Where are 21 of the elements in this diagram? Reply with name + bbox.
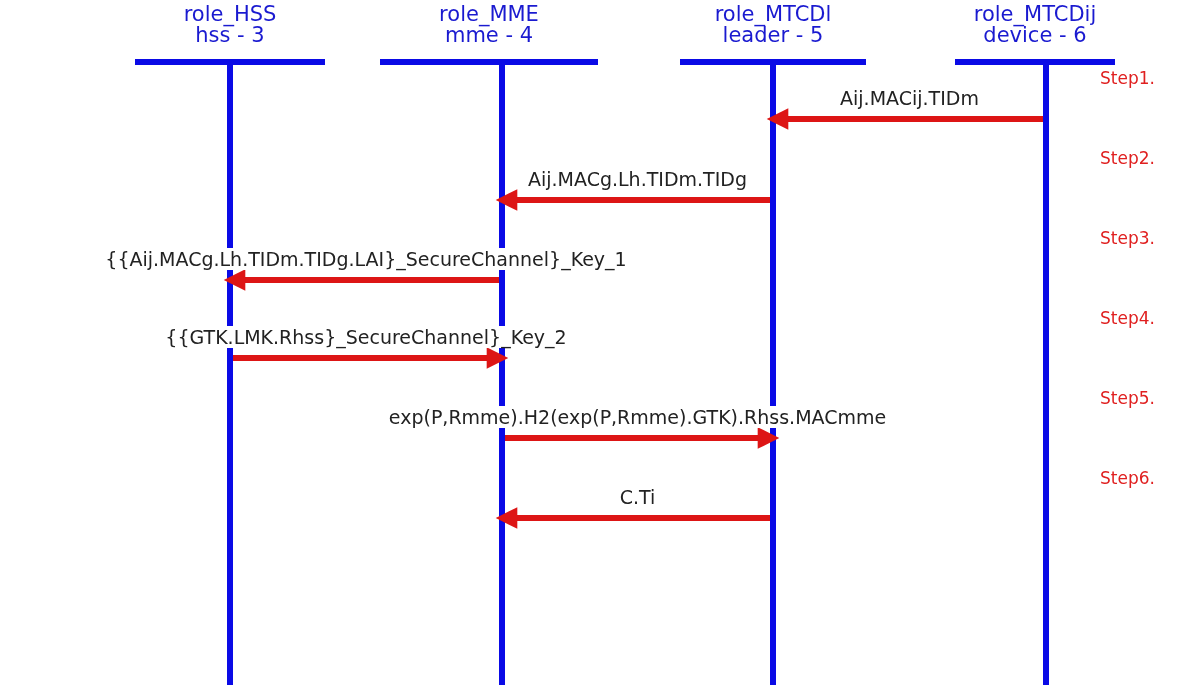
role-name: role_MTCDl xyxy=(714,4,832,25)
edge-label: Aij.MACg.Lh.TIDm.TIDg xyxy=(526,168,749,190)
role-name: role_HSS xyxy=(183,4,277,25)
role-name: role_MME xyxy=(439,4,539,25)
step-label: Step3. xyxy=(1100,228,1155,248)
instance-name: device - 6 xyxy=(983,25,1087,46)
step-label: Step4. xyxy=(1100,308,1155,328)
step-label: Step5. xyxy=(1100,388,1155,408)
arrow xyxy=(495,189,770,211)
instance-name: leader - 5 xyxy=(722,25,824,46)
arrow xyxy=(223,269,499,291)
role-name: role_MTCDij xyxy=(973,4,1097,25)
arrow xyxy=(505,427,780,449)
edge-label: exp(P,Rmme).H2(exp(P,Rmme).GTK).Rhss.MACmme xyxy=(386,406,889,428)
arrow xyxy=(766,108,1043,130)
step-label: Step1. xyxy=(1100,68,1155,88)
arrow xyxy=(233,347,509,369)
step-label: Step2. xyxy=(1100,148,1155,168)
arrow xyxy=(495,507,770,529)
edge-label: Aij.MACij.TIDm xyxy=(838,87,981,109)
step-label: Step6. xyxy=(1100,468,1155,488)
